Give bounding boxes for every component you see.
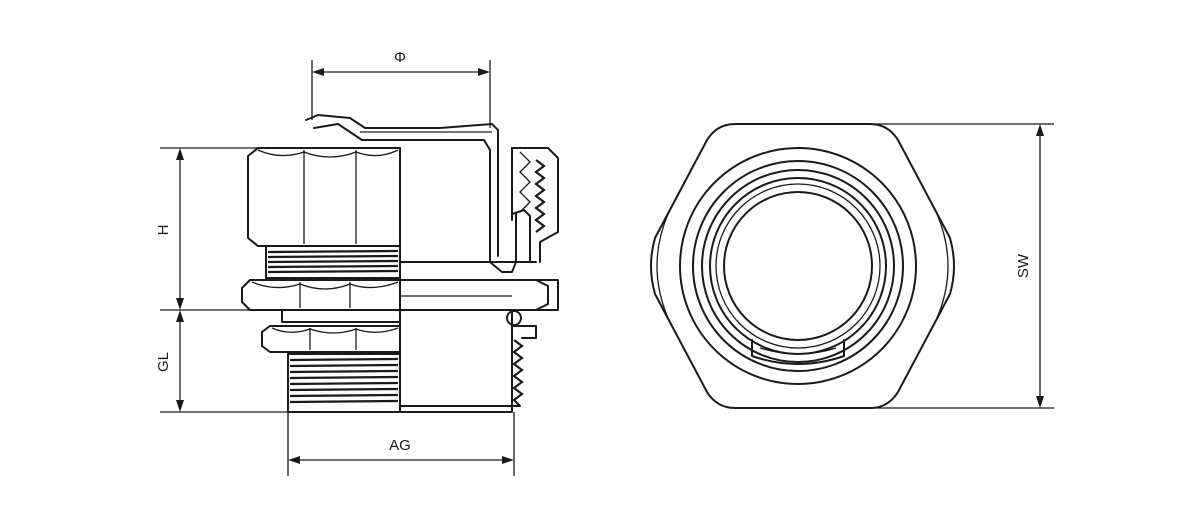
section-half (305, 114, 559, 413)
label-sw: SW (1015, 253, 1032, 278)
lower-thread (287, 353, 401, 413)
label-ag: AG (389, 437, 411, 454)
clamp-tab (751, 339, 845, 365)
dimension-gl: GL (155, 310, 288, 413)
dimension-sw: SW (870, 123, 1054, 409)
lock-nut (261, 325, 401, 353)
front-view: SW (650, 123, 1054, 409)
label-gl: GL (155, 352, 172, 372)
side-view: Φ H GL AG (155, 49, 559, 476)
cap-nut (247, 147, 401, 247)
label-phi: Φ (394, 49, 406, 66)
dimension-phi: Φ (311, 49, 491, 128)
seal-ring (281, 309, 401, 323)
upper-thread (265, 245, 401, 279)
dimension-ag: AG (287, 412, 515, 476)
hex-outline (650, 123, 955, 409)
bore-circle (723, 191, 873, 341)
dimension-h: H (155, 147, 258, 311)
label-h: H (155, 225, 172, 236)
outer-circle (679, 147, 917, 385)
